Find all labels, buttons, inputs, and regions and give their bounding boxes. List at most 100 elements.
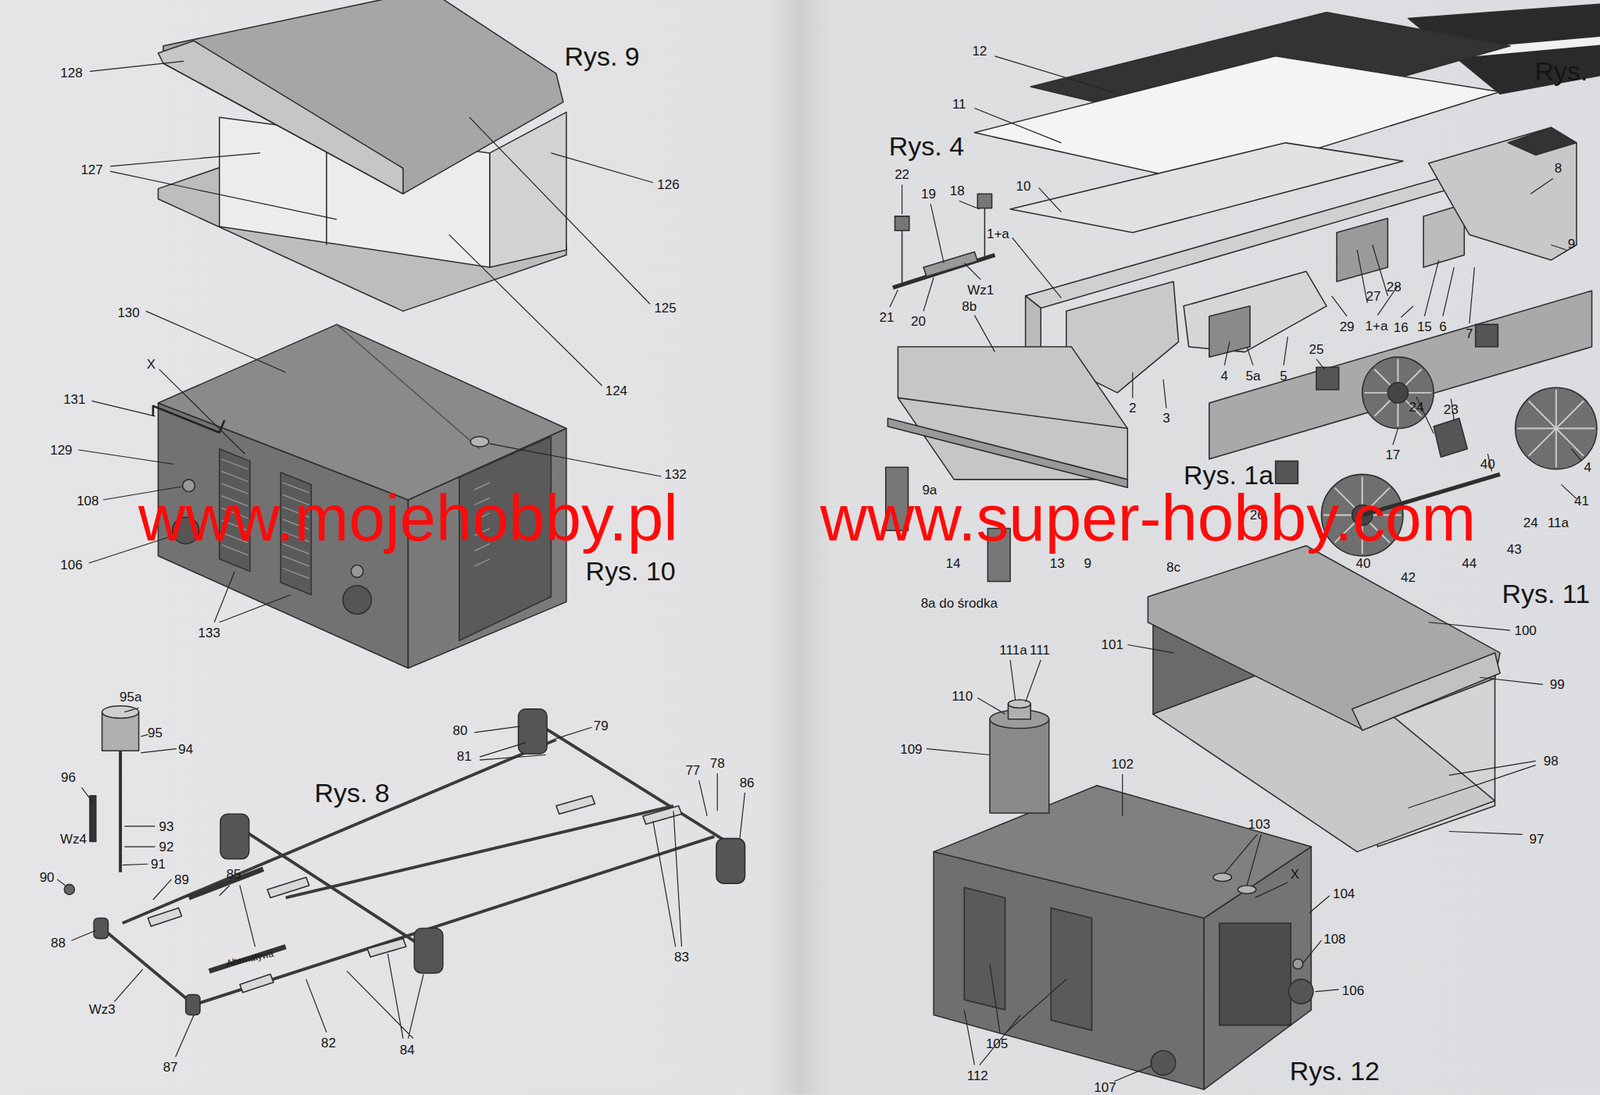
callout-number: 14 (945, 556, 961, 570)
callout-number: 40 (1480, 457, 1496, 472)
callout-number: 104 (1332, 887, 1355, 901)
callout-number: 83 (674, 950, 690, 965)
callout-number: 27 (1366, 289, 1382, 303)
callout-number: 85 (226, 867, 242, 882)
callout-number: 80 (453, 724, 468, 738)
callout-number: 95 (147, 725, 163, 740)
figure-title: Rys. 8 (314, 779, 390, 807)
callout-number: 110 (951, 689, 973, 703)
callout-number: 11a (1547, 515, 1569, 529)
callout-number: 106 (1342, 984, 1365, 998)
callout-number: 13 (1050, 556, 1065, 570)
callout-number: 4 (1584, 460, 1592, 475)
callout-number: 87 (163, 1060, 179, 1075)
callout-number: 127 (80, 162, 103, 176)
callout-number: 105 (985, 1037, 1008, 1051)
callout-number: Alternatywa (225, 950, 275, 969)
callout-number: Wz3 (89, 1002, 116, 1016)
figure-title: Rys. 11 (1501, 580, 1590, 608)
figure-title: Rys. 12 (1289, 1057, 1380, 1085)
figure-title: Rys. 1a (1183, 462, 1274, 490)
callout-number: 84 (400, 1043, 415, 1058)
callout-number: 124 (605, 384, 628, 398)
callout-number: 43 (1507, 542, 1522, 556)
callout-number: 86 (739, 775, 755, 790)
callout-number: 20 (910, 314, 926, 329)
callout-number: 4 (1221, 368, 1229, 383)
callout-number: 28 (1386, 280, 1402, 294)
callout-number: 89 (174, 872, 190, 886)
callout-number: 8 (1554, 161, 1562, 175)
callout-number: 93 (158, 819, 174, 833)
callout-number: 130 (117, 305, 140, 319)
callout-number: 101 (1100, 638, 1123, 652)
callout-number: 94 (178, 742, 193, 756)
callout-number: 1+a (1365, 318, 1389, 333)
callout-number: 6 (1439, 319, 1447, 333)
callout-number: 25 (1308, 342, 1324, 356)
callout-number: 111 (1029, 643, 1050, 658)
callout-number: 129 (50, 443, 72, 458)
figure-title: Rys. 10 (585, 557, 676, 585)
callout-number: 12 (971, 44, 987, 58)
watermark: www.super-hobby.com (820, 485, 1476, 552)
callout-number: 16 (1393, 321, 1409, 335)
callout-number: 8b (961, 299, 977, 313)
callout-number: 109 (900, 742, 922, 756)
callout-number: 11 (952, 97, 967, 111)
callout-number: 91 (150, 857, 166, 872)
callout-number: 111a (999, 643, 1027, 658)
callout-number: 82 (321, 1035, 336, 1050)
callout-number: Wz1 (967, 282, 994, 297)
callout-number: 44 (1461, 556, 1477, 570)
callout-number: 5 (1279, 368, 1287, 383)
callout-number: 108 (76, 494, 99, 508)
callout-number: 81 (457, 749, 472, 763)
callout-number: 88 (50, 935, 66, 950)
callout-number: 90 (39, 871, 55, 885)
callout-number: 96 (60, 771, 76, 785)
callout-number: 8a do środka (921, 596, 998, 610)
callout-number: 7 (1465, 327, 1473, 341)
callout-number: 131 (63, 392, 86, 406)
callout-number: 42 (1400, 571, 1416, 585)
callout-number: 10 (1016, 178, 1032, 193)
callout-number: 106 (60, 558, 83, 572)
callout-number: 9 (1084, 556, 1092, 570)
callout-number: 125 (653, 301, 676, 315)
callout-number: 132 (664, 467, 686, 482)
callout-number: 40 (1356, 556, 1372, 570)
callout-number: X (1290, 867, 1300, 882)
watermark: www.mojehobby.pl (138, 485, 679, 552)
callout-number: 100 (1514, 624, 1536, 638)
callout-number: 5a (1245, 368, 1261, 383)
callout-number: 2 (1128, 401, 1136, 415)
callout-number: 15 (1417, 319, 1433, 333)
figure-title: Rys. 4 (889, 132, 965, 160)
callout-number: Wz4 (60, 832, 87, 846)
callout-number: 18 (950, 184, 965, 198)
callout-number: 77 (685, 764, 700, 778)
callout-number: 21 (879, 310, 895, 325)
callout-number: 17 (1385, 448, 1400, 462)
callout-number: 97 (1529, 832, 1545, 846)
callout-number: 24 (1523, 515, 1539, 529)
callout-number: 112 (967, 1068, 989, 1083)
callout-number: 8c (1166, 560, 1181, 575)
callout-number: 23 (1443, 402, 1459, 416)
callout-number: 41 (1574, 494, 1590, 508)
callout-number: 102 (1111, 757, 1134, 772)
callout-number: 3 (1162, 411, 1170, 425)
callout-number: 78 (710, 756, 725, 770)
callout-number: 128 (60, 65, 83, 79)
callout-number: 103 (1248, 817, 1271, 832)
callout-number: 133 (198, 625, 221, 640)
callout-number: 29 (1339, 319, 1355, 333)
leader-lines (57, 56, 1582, 1083)
callout-number: 99 (1550, 678, 1565, 692)
callout-number: X (146, 357, 156, 372)
callout-number: 19 (921, 187, 936, 201)
callout-number: 92 (158, 840, 174, 854)
callout-number: 9 (1567, 237, 1575, 251)
